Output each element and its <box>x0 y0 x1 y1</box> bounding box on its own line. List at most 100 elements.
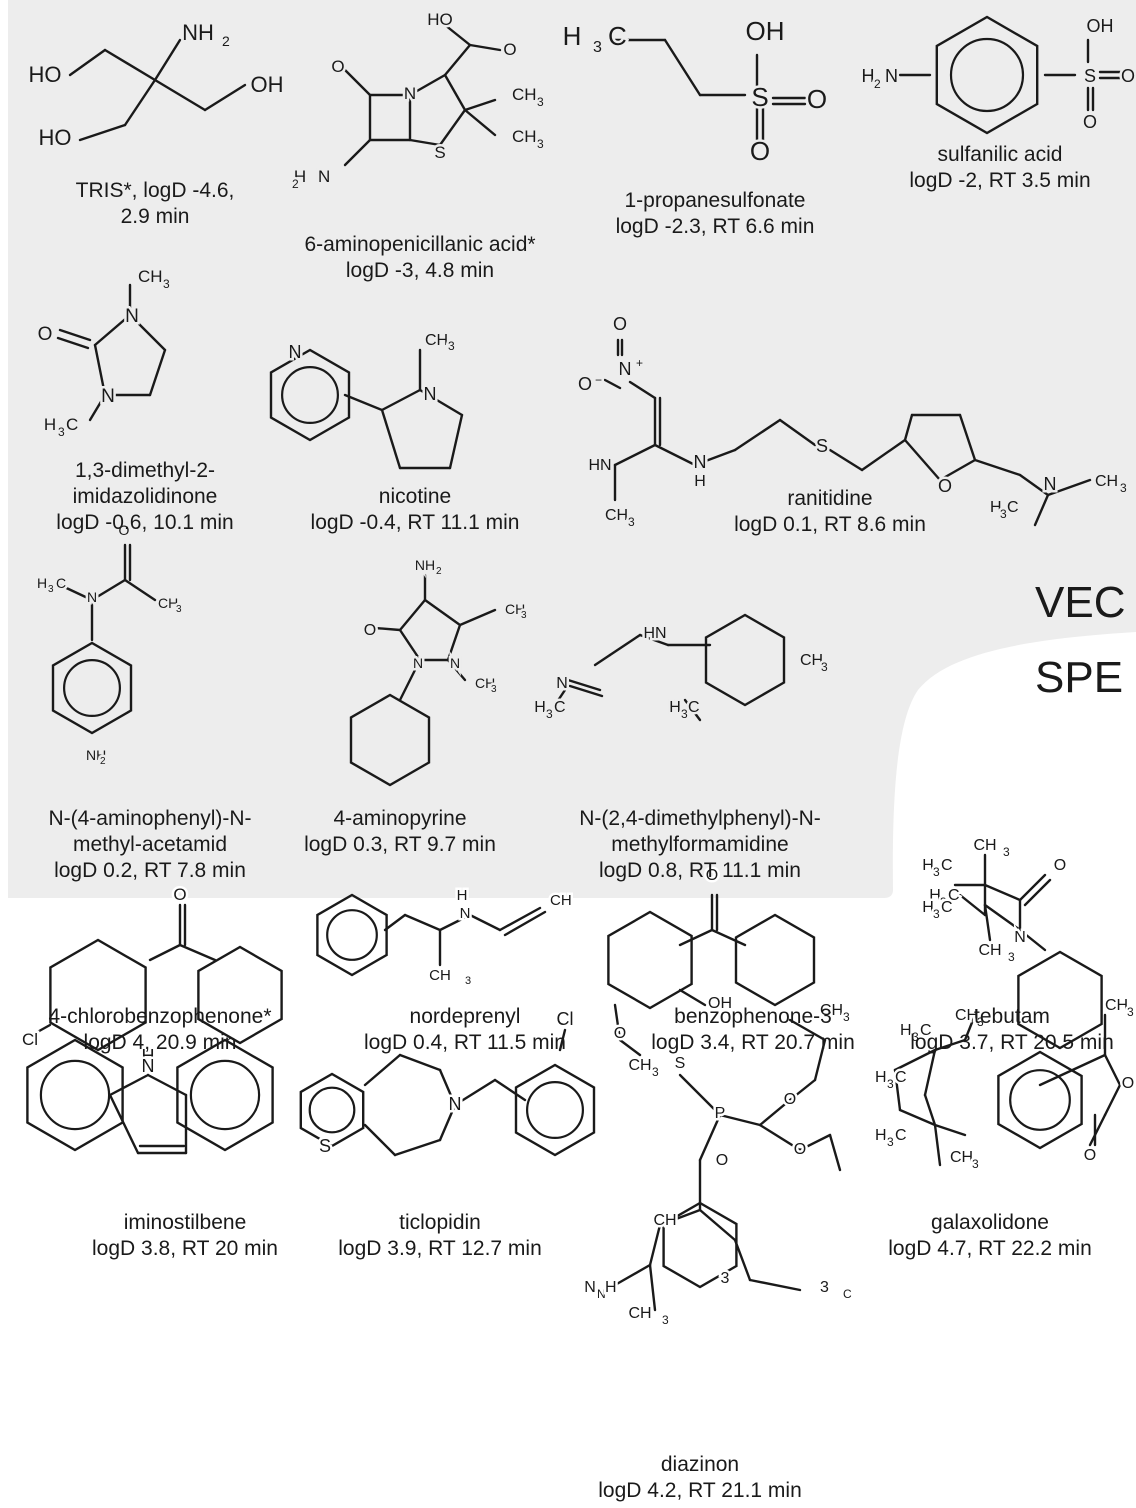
atom-label-aminopyrine: N <box>413 655 423 671</box>
bond-chlorobenzophenone <box>148 943 182 962</box>
bond-ticlopidin <box>398 1053 442 1072</box>
atom-label-apa: O <box>331 57 344 76</box>
atom-label-ticlopidin: S <box>319 1136 331 1156</box>
bond-iminostilbene <box>146 1073 188 1097</box>
atom-label-ranitidine: CH <box>605 507 628 524</box>
atom-label-propanesulfonate: C <box>608 21 627 51</box>
atom-label-diazinon: N <box>584 1279 596 1296</box>
bond-diazinon <box>758 1098 792 1127</box>
atom-label-ranitidine: O <box>613 314 627 334</box>
atom-label-dmpf: 3 <box>681 707 688 721</box>
atom-label-ranitidine: HN <box>588 457 611 474</box>
bond-iminostilbene <box>108 1093 140 1155</box>
atom-label-nordeprenyl: 3 <box>465 975 471 987</box>
atom-label-tebutam: 3 <box>933 865 940 879</box>
atom-label-diazinon: 3 <box>662 1313 669 1327</box>
atom-label-ranitidine: S <box>816 436 828 456</box>
atom-label-tris: HO <box>29 62 62 87</box>
bond-galaxolidone <box>893 1048 937 1072</box>
bond-nicotine <box>343 393 384 412</box>
bond-apa <box>408 138 442 147</box>
atom-label-nordeprenyl: H <box>457 887 468 904</box>
atom-label-ranitidine: 3 <box>1000 507 1007 521</box>
bond-apa <box>443 73 467 112</box>
atom-label-apa: 2 <box>292 177 299 191</box>
bond-galaxolidone <box>933 1038 967 1052</box>
atom-label-diazinon: 3 <box>820 1279 829 1296</box>
atom-label-aminopyrine: N <box>450 655 460 671</box>
atom-label-tris: NH <box>182 20 214 45</box>
atom-label-aminopyrine: 3 <box>491 684 497 695</box>
ring-ticlopidin <box>514 1063 596 1157</box>
bond-ranitidine <box>903 413 914 442</box>
atom-label-ticlopidin: Cl <box>557 1009 574 1029</box>
bond-galaxolidone <box>1038 1053 1107 1087</box>
bond-tris <box>153 78 207 112</box>
atom-label-dmi: O <box>38 324 53 345</box>
bond-nicotine <box>418 388 464 417</box>
bond-benzophenone3 <box>613 1003 622 1042</box>
bond-ranitidine <box>973 458 1022 477</box>
bond-chlorobenzophenone <box>178 943 217 962</box>
atom-label-galaxolidone: O <box>1084 1147 1096 1164</box>
ring-aminopyrine <box>349 693 431 787</box>
bond-tebutam <box>1018 873 1047 902</box>
bond-aminopyrine <box>458 608 497 627</box>
bond-aminopyrine <box>446 623 462 662</box>
bond-ranitidine <box>733 418 782 452</box>
bond-chlorobenzophenone <box>30 1023 52 1037</box>
structure-chlorobenzophenone: OCl <box>19 883 283 1052</box>
atom-label-galaxolidone: H <box>900 1022 912 1039</box>
atom-label-aminophenylacetamid: C <box>56 575 66 591</box>
atom-label-diazinon: CH <box>628 1305 651 1322</box>
bond-ranitidine <box>778 418 817 447</box>
vec-label: VEC <box>1035 578 1126 627</box>
bond-ticlopidin <box>438 1103 457 1142</box>
aromatic-circle-iminostilbene <box>39 1059 111 1131</box>
atom-label-ranitidine: N <box>1044 474 1057 494</box>
atom-label-dmi: 3 <box>163 277 170 291</box>
atom-label-tebutam: H <box>922 857 934 874</box>
bond-tebutam <box>958 893 987 917</box>
bond-dmi <box>148 348 167 397</box>
atom-label-aminophenylacetamid: 3 <box>48 584 54 595</box>
atom-label-galaxolidone: CH <box>955 1007 978 1024</box>
atom-label-diazinon: C <box>843 1287 852 1301</box>
atom-label-ranitidine: 3 <box>628 515 635 529</box>
bond-galaxolidone <box>1103 1053 1122 1087</box>
atom-label-aminopyrine: 3 <box>521 610 527 621</box>
atom-label-nordeprenyl: CH <box>429 967 451 984</box>
atom-label-sulfanilic: 2 <box>874 77 881 91</box>
atom-label-tebutam: H <box>929 887 941 904</box>
bond-ranitidine <box>653 443 697 467</box>
atom-label-iminostilbene: H <box>142 1046 155 1066</box>
atom-label-diazinon: S <box>675 1055 686 1072</box>
atom-label-ranitidine: CH <box>1095 473 1118 490</box>
atom-label-sulfanilic: S <box>1084 66 1096 86</box>
bond-ranitidine <box>628 380 657 400</box>
atom-label-tebutam: 3 <box>933 907 940 921</box>
bond-diazinon <box>613 1263 652 1287</box>
atom-label-galaxolidone: H <box>875 1069 887 1086</box>
aromatic-circle-iminostilbene <box>189 1059 261 1131</box>
atom-label-diazinon: P <box>715 1105 726 1122</box>
bond-diazinon <box>698 1113 722 1162</box>
bond-dmpf <box>553 688 567 707</box>
bond-dmi <box>58 328 92 342</box>
atom-label-tebutam: N <box>1014 929 1026 946</box>
bond-ranitidine <box>613 443 657 467</box>
atom-label-ranitidine: + <box>636 356 643 370</box>
bond-aminopyrine <box>446 658 467 682</box>
bond-galaxolidone <box>1103 1083 1122 1117</box>
atom-label-tris: OH <box>251 72 284 97</box>
bond-aminopyrine <box>423 598 462 627</box>
aromatic-circle-galaxolidone <box>1009 1069 1071 1131</box>
